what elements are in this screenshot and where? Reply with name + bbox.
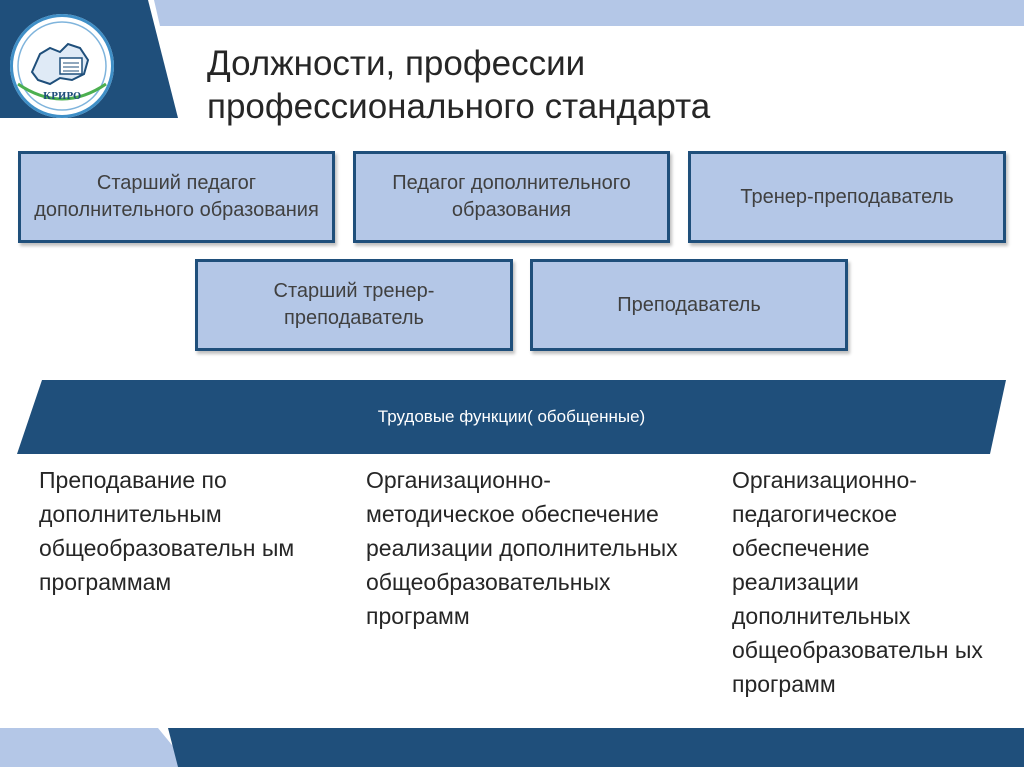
- position-box-teacher: Педагог дополнительного образования: [353, 151, 670, 243]
- function-teaching: Преподавание по дополнительным общеобраз…: [39, 467, 295, 595]
- functions-header: Трудовые функции( обобщенные): [377, 407, 646, 426]
- header-divider: [0, 118, 1024, 120]
- page-title-line-2: профессионального стандарта: [207, 87, 711, 126]
- position-box-lecturer: Преподаватель: [530, 259, 848, 351]
- function-pedagogical-support: Организационно-педагогическое обеспечени…: [732, 467, 983, 697]
- position-box-senior-teacher: Старший педагог дополнительного образова…: [18, 151, 335, 243]
- function-methodical-support: Организационно-методическое обеспечение …: [366, 467, 678, 629]
- page-title: Должности, профессии профессионального с…: [207, 42, 967, 128]
- position-box-senior-trainer-teacher: Старший тренер-преподаватель: [195, 259, 513, 351]
- logo-text: КРИРО: [42, 92, 82, 102]
- functions-band: [17, 380, 1006, 454]
- page-title-line-1: Должности, профессии: [207, 44, 586, 83]
- position-box-trainer-teacher: Тренер-преподаватель: [688, 151, 1006, 243]
- logo: КРИРО: [10, 14, 114, 118]
- header-top-bar: [154, 0, 1024, 26]
- kriro-emblem-icon: [17, 21, 107, 111]
- footer-bar: [168, 728, 1024, 767]
- footer-left-block: [0, 728, 190, 767]
